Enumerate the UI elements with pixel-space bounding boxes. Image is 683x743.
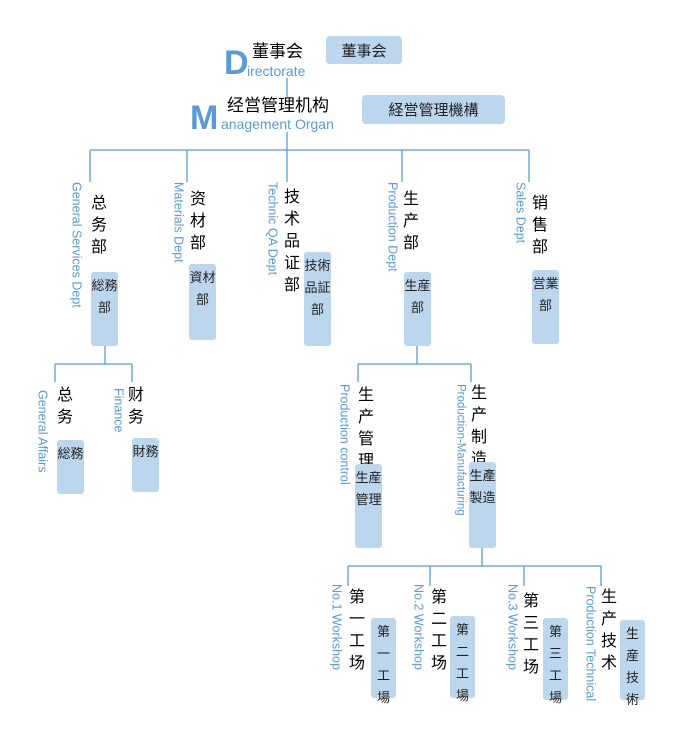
unit-production-manufacturing: Production-Manufacturing 生产制造 生產製造 [454, 382, 514, 552]
management-chinese: 经営管理机构 [227, 96, 329, 116]
department-tag: 総務部 [91, 272, 118, 346]
department-chinese: 总务部 [90, 193, 107, 256]
management-initial: M [190, 99, 219, 137]
unit-general-affairs: General Affairs 总务 総務 [36, 382, 96, 502]
unit-english: Finance [111, 388, 126, 433]
workshop-no2: No.2 Workshop 第二工场 第二工場 [412, 584, 482, 704]
directorate-chinese: 董事会 [252, 42, 303, 62]
workshop-english: No.3 Workshop [505, 584, 520, 670]
department-english: Production Dept [385, 182, 400, 272]
unit-production-control: Production control 生产管理 生産管理 [338, 382, 398, 552]
unit-english: General Affairs [35, 390, 50, 473]
department-technic-qa: Technic QA Dept 技术品证部 技術品証部 [266, 180, 336, 350]
management-node: M 经営管理机构 anagement Organ 経営管理機構 [190, 95, 510, 135]
unit-chinese: 财务 [127, 385, 144, 426]
directorate-english: irectorate [247, 63, 306, 79]
directorate-initial: D [224, 44, 249, 82]
department-chinese: 销售部 [531, 193, 548, 256]
unit-chinese: 生产管理 [357, 385, 374, 470]
department-chinese: 技术品证部 [283, 187, 300, 294]
workshop-tag: 生産技術 [620, 620, 645, 708]
workshop-no3: No.3 Workshop 第三工场 第三工場 [505, 584, 576, 706]
department-tag: 営業部 [532, 270, 559, 344]
management-english: anagement Organ [221, 116, 334, 132]
workshop-tag: 第一工場 [371, 618, 396, 706]
unit-tag: 財務 [132, 438, 159, 492]
department-english: Technic QA Dept [265, 182, 280, 276]
department-english: General Services Dept [69, 182, 84, 308]
department-tag: 生産部 [404, 272, 431, 346]
unit-finance: Finance 财务 財務 [112, 382, 172, 502]
unit-tag: 生產製造 [469, 462, 496, 548]
directorate-node: D 董事会 irectorate 董事会 [222, 36, 407, 82]
workshop-chinese: 第一工场 [348, 587, 365, 672]
department-general-services: General Services Dept 总务部 総務部 [70, 180, 140, 350]
workshop-no1: No.1 Workshop 第一工场 第一工場 [329, 584, 400, 706]
department-materials: Materials Dept 资材部 資材部 [172, 180, 232, 350]
unit-english: Production control [337, 384, 352, 485]
department-chinese: 资材部 [189, 189, 206, 252]
unit-english: Production-Manufacturing [454, 384, 467, 516]
workshop-tag: 第二工場 [450, 616, 475, 704]
department-english: Sales Dept [513, 182, 528, 244]
workshop-tag: 第三工場 [543, 618, 568, 706]
management-tag: 経営管理機構 [362, 95, 505, 124]
department-production: Production Dept 生产部 生産部 [386, 180, 446, 350]
unit-tag: 総務 [57, 440, 84, 494]
department-tag: 資材部 [189, 264, 216, 340]
workshop-english: No.2 Workshop [411, 584, 426, 670]
directorate-tag: 董事会 [326, 36, 402, 64]
department-sales: Sales Dept 销售部 営業部 [514, 180, 574, 350]
department-tag: 技術品証部 [304, 252, 331, 346]
workshop-english: Production Technical [583, 586, 598, 702]
workshop-production-technical: Production Technical 生产技术 生産技術 [584, 584, 674, 724]
unit-chinese: 生产制造 [470, 383, 487, 468]
department-english: Materials Dept [171, 182, 186, 263]
department-chinese: 生产部 [402, 189, 419, 252]
workshop-english: No.1 Workshop [329, 584, 344, 670]
workshop-chinese: 生产技术 [600, 587, 617, 672]
unit-chinese: 总务 [56, 385, 73, 426]
unit-tag: 生産管理 [355, 464, 382, 548]
workshop-chinese: 第三工场 [522, 591, 539, 676]
workshop-chinese: 第二工场 [430, 587, 447, 672]
